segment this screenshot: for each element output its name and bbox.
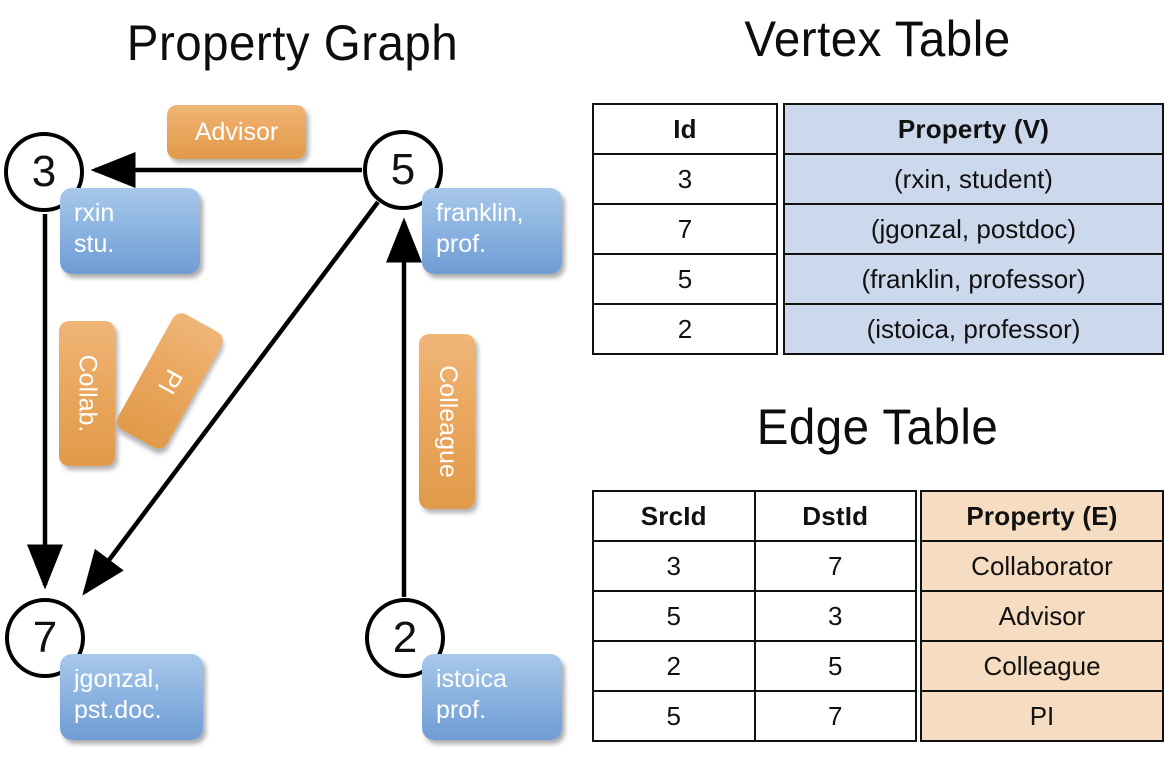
edge-table-dst-cell: 7 bbox=[753, 540, 917, 592]
page-title-property-graph: Property Graph bbox=[126, 15, 459, 71]
table-row: 2 bbox=[592, 303, 778, 355]
table-row: 5 bbox=[592, 253, 778, 305]
edge-label-advisor: Advisor bbox=[167, 105, 306, 159]
graph-node-2-label: 2 bbox=[392, 613, 418, 662]
vertex-table-property-cell: (franklin, professor) bbox=[783, 253, 1164, 305]
edge-table-src-cell: 5 bbox=[592, 690, 756, 742]
property-graph-diagram: 3 5 7 2 rxin stu. franklin, prof. jgonza… bbox=[4, 105, 562, 740]
edge-label-collab: Collab. bbox=[59, 321, 115, 466]
vertex-property-box-5: franklin, prof. bbox=[422, 188, 562, 274]
vertex-property-box-7-line1: jgonzal, bbox=[74, 665, 161, 693]
page-title-edge-table: Edge Table bbox=[756, 399, 999, 455]
graph-node-5[interactable]: 5 bbox=[363, 130, 443, 210]
edge-table-dst-cell: 3 bbox=[753, 590, 917, 642]
vertex-table-id-column: Id 3 7 5 2 bbox=[592, 103, 778, 355]
edge-label-collab-text: Collab. bbox=[73, 354, 102, 433]
graph-node-2[interactable]: 2 bbox=[365, 598, 445, 678]
table-row: (franklin, professor) bbox=[783, 253, 1164, 305]
edge-label-colleague: Colleague bbox=[419, 334, 475, 509]
table-header-row: Property (E) bbox=[920, 490, 1164, 542]
table-row: Collaborator bbox=[920, 540, 1164, 592]
edge-label-advisor-text: Advisor bbox=[194, 117, 279, 146]
vertex-property-box-2-line2: prof. bbox=[436, 696, 487, 725]
graph-node-5-label: 5 bbox=[390, 145, 416, 194]
table-row: Colleague bbox=[920, 640, 1164, 692]
edge-table-property-column: Property (E) Collaborator Advisor Collea… bbox=[920, 490, 1164, 742]
table-row: (jgonzal, postdoc) bbox=[783, 203, 1164, 255]
page-title-vertex-table: Vertex Table bbox=[744, 11, 1011, 67]
vertex-table-property-column: Property (V) (rxin, student) (jgonzal, p… bbox=[783, 103, 1164, 355]
table-row: 2 5 bbox=[592, 640, 917, 692]
edge-table-dst-cell: 7 bbox=[753, 690, 917, 742]
vertex-table-id-cell: 3 bbox=[592, 153, 778, 205]
table-row: (rxin, student) bbox=[783, 153, 1164, 205]
vertex-table-property-cell: (istoica, professor) bbox=[783, 303, 1164, 355]
vertex-property-box-7: jgonzal, pst.doc. bbox=[60, 654, 203, 740]
edge-table-property-cell: PI bbox=[920, 690, 1164, 742]
table-row: 3 7 bbox=[592, 540, 917, 592]
graph-node-7-label: 7 bbox=[32, 613, 58, 662]
table-row: 3 bbox=[592, 153, 778, 205]
edge-table-src-header: SrcId bbox=[592, 490, 756, 542]
table-row: 5 3 bbox=[592, 590, 917, 642]
edge-table-src-cell: 3 bbox=[592, 540, 756, 592]
edge-table-property-cell: Advisor bbox=[920, 590, 1164, 642]
edge-label-colleague-text: Colleague bbox=[433, 365, 462, 478]
table-header-row: Id bbox=[592, 103, 778, 155]
vertex-table-id-cell: 5 bbox=[592, 253, 778, 305]
table-row: (istoica, professor) bbox=[783, 303, 1164, 355]
table-header-row: Property (V) bbox=[783, 103, 1164, 155]
vertex-property-box-5-line1: franklin, bbox=[436, 199, 524, 227]
edge-table-property-cell: Collaborator bbox=[920, 540, 1164, 592]
edge-label-pi-text: PI bbox=[152, 364, 189, 399]
vertex-table-property-cell: (rxin, student) bbox=[783, 153, 1164, 205]
table-row: 7 bbox=[592, 203, 778, 255]
vertex-property-box-2-line1: istoica bbox=[436, 665, 507, 693]
graph-edge-5-to-7 bbox=[82, 200, 380, 596]
edge-table-src-cell: 5 bbox=[592, 590, 756, 642]
edge-table-src-cell: 2 bbox=[592, 640, 756, 692]
table-row: 5 7 bbox=[592, 690, 917, 742]
vertex-property-box-2: istoica prof. bbox=[422, 654, 562, 740]
graph-node-3-label: 3 bbox=[31, 147, 57, 196]
graph-edges-layer bbox=[27, 152, 422, 597]
vertex-property-box-3-line1: rxin bbox=[74, 199, 115, 227]
vertex-property-box-3: rxin stu. bbox=[60, 188, 200, 274]
vertex-property-box-3-line2: stu. bbox=[74, 230, 115, 259]
edge-table-property-header: Property (E) bbox=[920, 490, 1164, 542]
vertex-table-property-cell: (jgonzal, postdoc) bbox=[783, 203, 1164, 255]
table-row: Advisor bbox=[920, 590, 1164, 642]
table-header-row: SrcId DstId bbox=[592, 490, 917, 542]
vertex-property-box-5-line2: prof. bbox=[436, 230, 487, 259]
vertex-table-id-cell: 2 bbox=[592, 303, 778, 355]
vertex-table-property-header: Property (V) bbox=[783, 103, 1164, 155]
edge-table-property-cell: Colleague bbox=[920, 640, 1164, 692]
table-row: PI bbox=[920, 690, 1164, 742]
edge-table-dst-cell: 5 bbox=[753, 640, 917, 692]
edge-table-src-dst-columns: SrcId DstId 3 7 5 3 2 5 5 7 bbox=[592, 490, 917, 742]
vertex-table-id-header: Id bbox=[592, 103, 778, 155]
vertex-property-box-7-line2: pst.doc. bbox=[74, 696, 162, 725]
edge-table-dst-header: DstId bbox=[753, 490, 917, 542]
vertex-table-id-cell: 7 bbox=[592, 203, 778, 255]
